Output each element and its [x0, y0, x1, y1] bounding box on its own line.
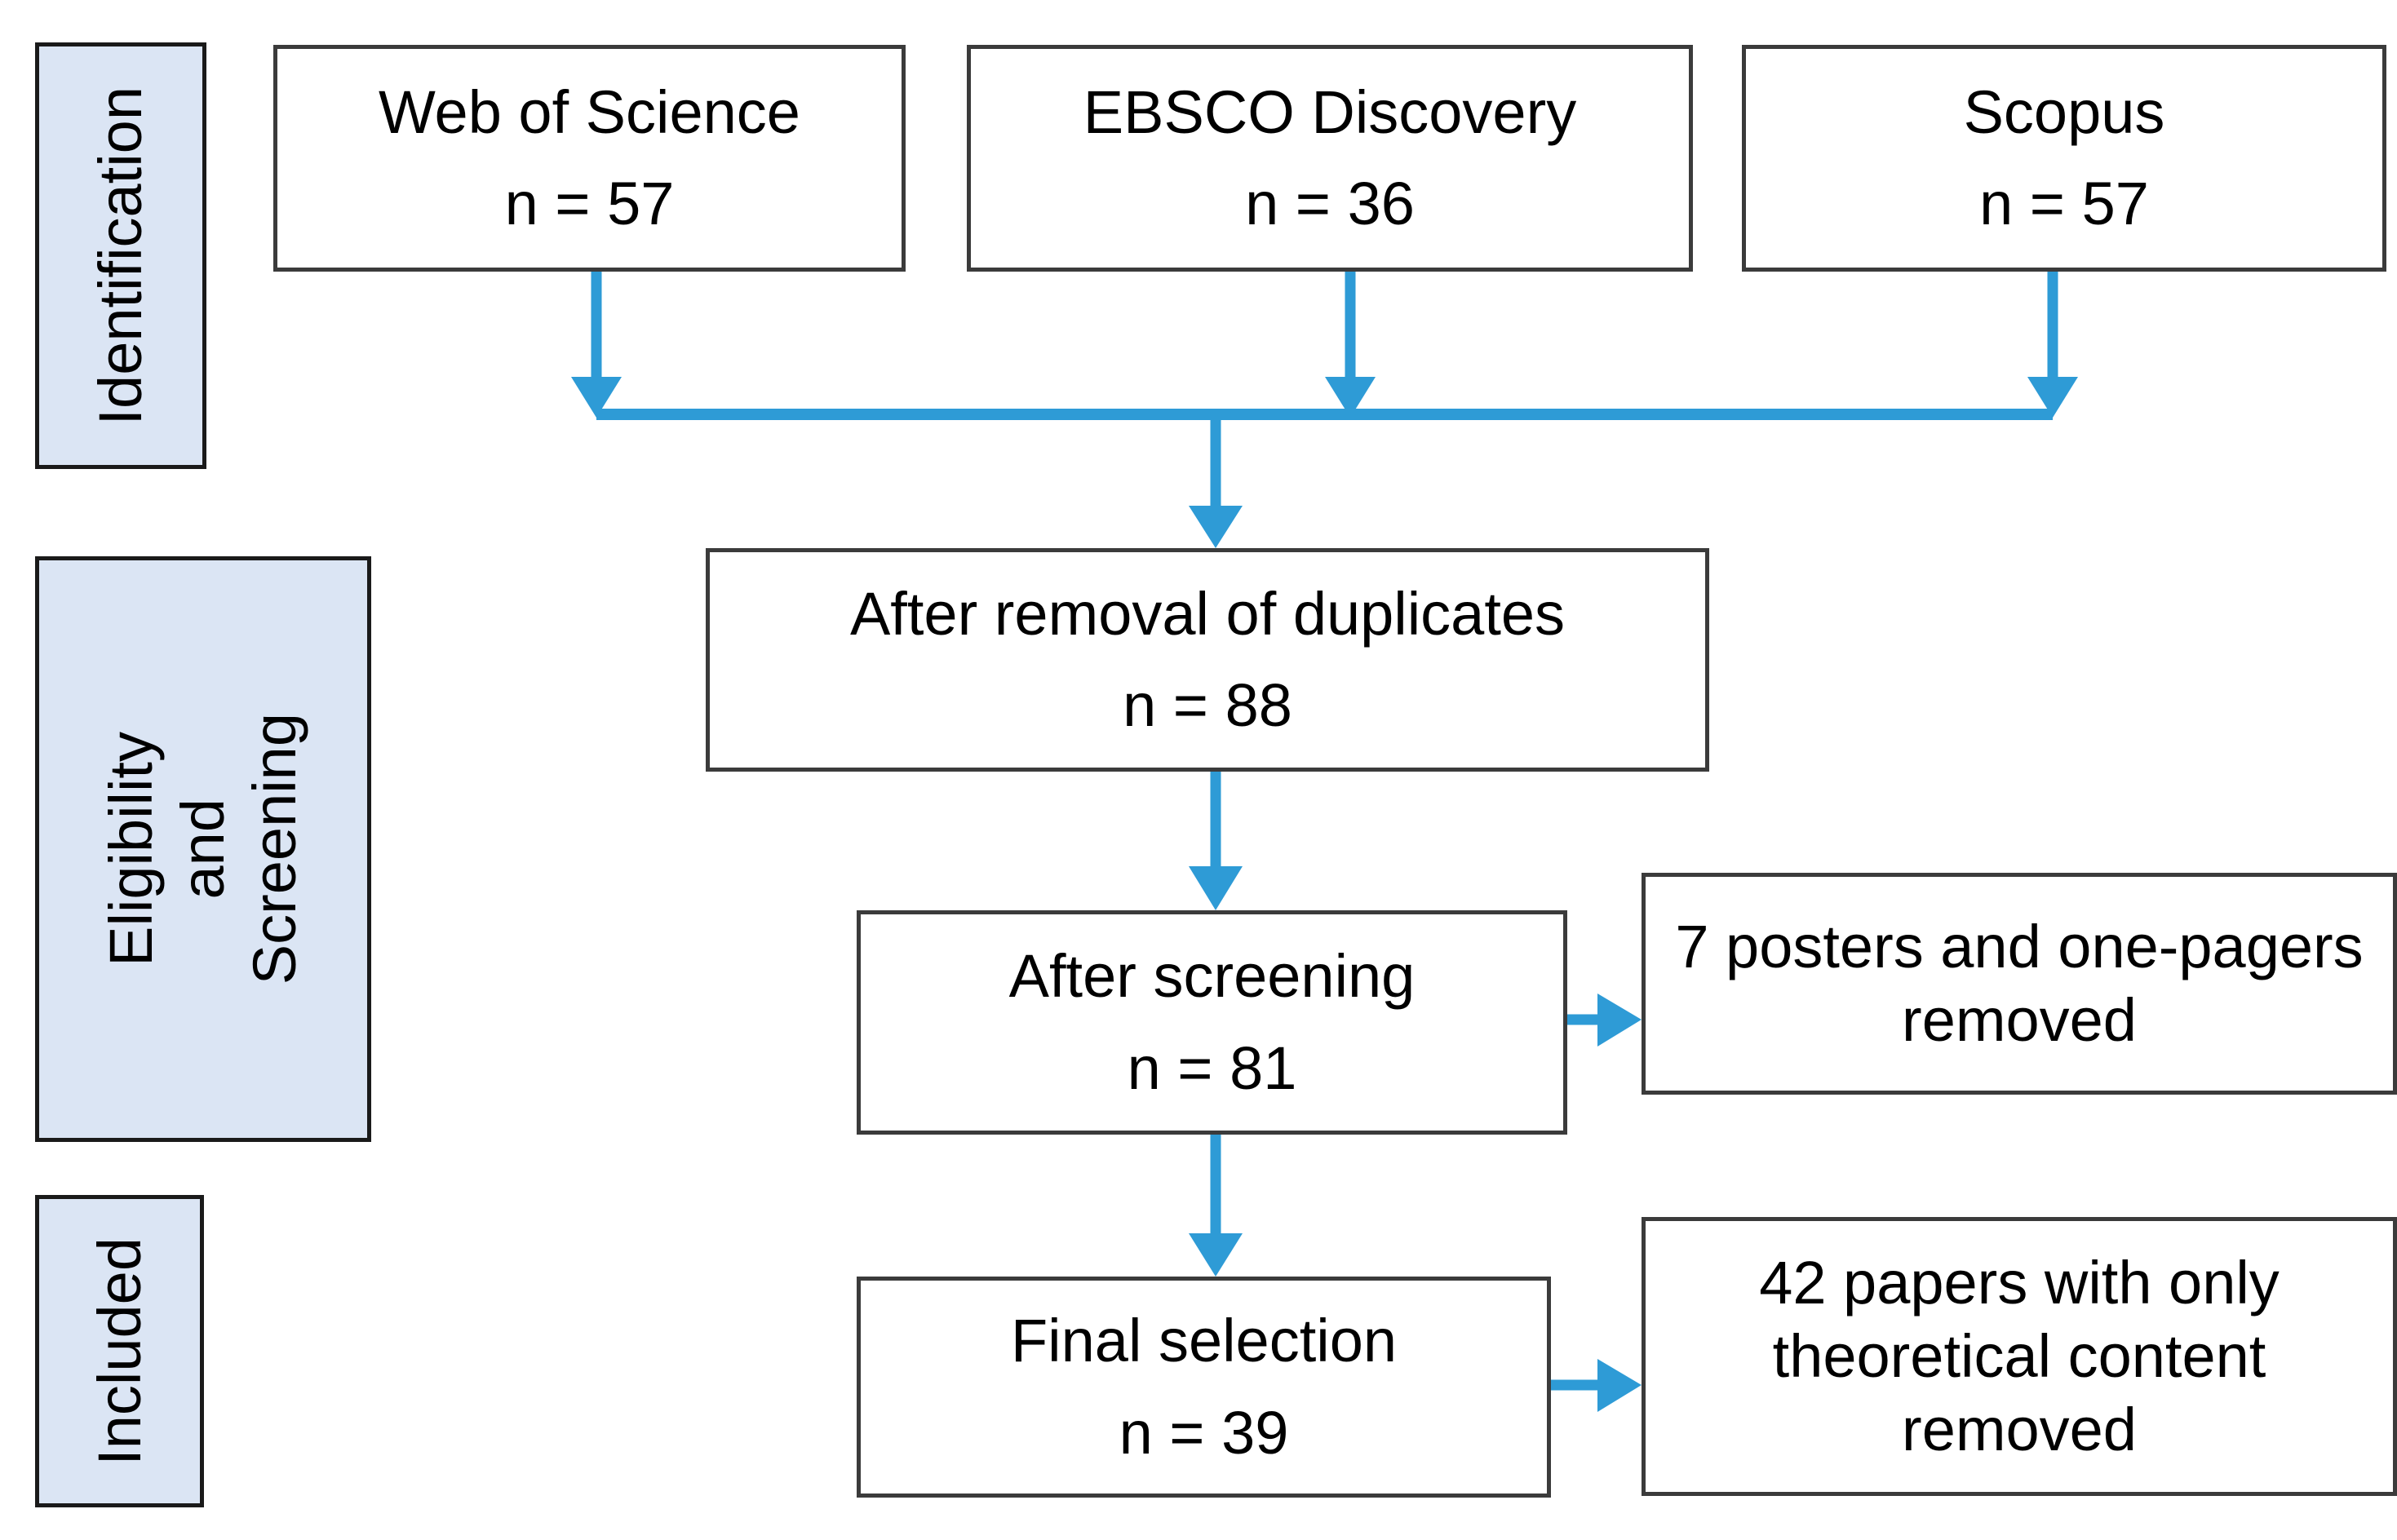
step-count-after-screening: n = 81	[1127, 1033, 1297, 1102]
connector-screening-to-final-selection	[1189, 1135, 1243, 1277]
source-box-scopus: Scopus n = 57	[1742, 45, 2386, 272]
source-count-scopus: n = 57	[1979, 170, 2149, 237]
stage-label-group-screening-eligibility: Screening and Eligibility	[97, 713, 308, 985]
stage-band-identification: Identification	[35, 42, 206, 469]
exclusion-text-theoretical-content-removed: 42 papers with only theoretical content …	[1759, 1248, 2280, 1464]
connector-duplicates-to-screening	[1189, 772, 1243, 910]
step-box-final-selection: Final selection n = 39	[857, 1277, 1551, 1498]
connector-web-of-science-to-junction	[571, 272, 622, 418]
connector-junction-to-duplicates	[1189, 414, 1243, 548]
source-count-web-of-science: n = 57	[504, 170, 675, 237]
source-name-web-of-science: Web of Science	[379, 77, 800, 146]
exclusion-box-posters-one-pagers-removed: 7 posters and one-pagers removed	[1642, 873, 2397, 1095]
connector-ebsco-discovery-to-junction	[1325, 272, 1376, 418]
source-name-ebsco-discovery: EBSCO Discovery	[1083, 77, 1577, 146]
source-name-scopus: Scopus	[1963, 77, 2165, 146]
exclusion-text-posters-one-pagers-removed: 7 posters and one-pagers removed	[1675, 912, 2364, 1054]
stage-label-identification: Identification	[86, 86, 155, 426]
connector-screening-to-posters-removed	[1567, 993, 1642, 1047]
step-name-after-screening: After screening	[1008, 942, 1416, 1011]
stage-label-eligibility: Eligibility	[97, 732, 166, 967]
connector-final-selection-to-theoretical-removed	[1551, 1359, 1642, 1412]
source-box-web-of-science: Web of Science n = 57	[273, 45, 906, 272]
stage-band-included: Included	[35, 1195, 204, 1507]
step-count-after-removal-of-duplicates: n = 88	[1123, 671, 1292, 739]
step-name-final-selection: Final selection	[1010, 1307, 1397, 1375]
stage-label-screening: Screening	[240, 713, 308, 985]
step-box-after-removal-of-duplicates: After removal of duplicates n = 88	[706, 548, 1709, 772]
step-count-final-selection: n = 39	[1119, 1398, 1289, 1467]
step-box-after-screening: After screening n = 81	[857, 910, 1567, 1135]
step-name-after-removal-of-duplicates: After removal of duplicates	[849, 579, 1566, 648]
stage-label-included: Included	[85, 1237, 153, 1466]
source-count-ebsco-discovery: n = 36	[1245, 170, 1415, 237]
exclusion-box-theoretical-content-removed: 42 papers with only theoretical content …	[1642, 1217, 2397, 1496]
source-box-ebsco-discovery: EBSCO Discovery n = 36	[967, 45, 1693, 272]
stage-label-and: and	[169, 799, 237, 900]
stage-band-screening-eligibility: Screening and Eligibility	[35, 556, 371, 1142]
connector-scopus-to-junction	[2027, 272, 2078, 418]
